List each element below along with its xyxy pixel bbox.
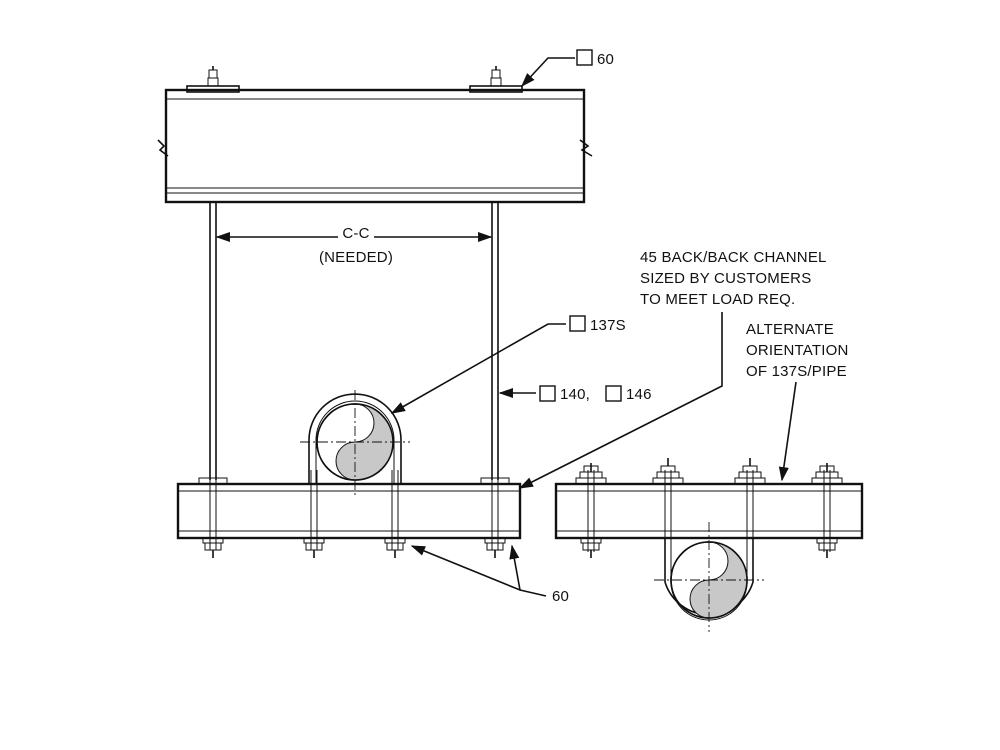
pipe-clamp-leader (390, 323, 566, 414)
c-c-note: (NEEDED) (319, 249, 393, 266)
alternate-channel (554, 470, 864, 552)
ref-box-icon (605, 385, 622, 402)
rod-ref-label-a: 140, (560, 386, 590, 403)
top-clamp-ref-label: 60 (597, 51, 614, 68)
alternate-bottom-nuts (580, 537, 838, 558)
channel-note-line1: 45 BACK/BACK CHANNEL (640, 249, 827, 266)
beam-clamp-right (469, 66, 523, 93)
bottom-clamp-ref-label: 60 (552, 588, 569, 605)
alternate-note-line3: OF 137S/PIPE (746, 363, 847, 380)
alternate-note-line2: ORIENTATION (746, 342, 848, 359)
ref-box-icon (576, 49, 593, 66)
main-channel (176, 470, 522, 550)
bottom-clamp-leader-b (509, 544, 521, 591)
pipe-clamp-ref-label: 137S (590, 317, 626, 334)
alternate-note-line1: ALTERNATE (746, 321, 834, 338)
hanger-rod-right (491, 202, 499, 480)
pipe-clamp-alternate (654, 522, 764, 632)
top-beam (157, 88, 593, 204)
ref-box-icon (569, 315, 586, 332)
top-clamp-leader (521, 57, 575, 88)
rod-ref-label-b: 146 (626, 386, 652, 403)
hanger-rod-left (209, 202, 217, 480)
alternate-top-nuts (575, 458, 843, 485)
beam-clamp-left (186, 66, 240, 93)
main-top-nuts (198, 477, 510, 485)
beam-break-left-icon (157, 139, 169, 157)
alternate-note-leader (778, 381, 797, 482)
beam-break-right-icon (579, 139, 593, 157)
pipe-clamp-main (300, 390, 410, 495)
c-c-label: C-C (342, 225, 369, 242)
main-bottom-nuts (202, 537, 506, 558)
ref-box-icon (539, 385, 556, 402)
channel-note-line3: TO MEET LOAD REQ. (640, 291, 795, 308)
bottom-clamp-leader-a (410, 545, 547, 597)
channel-note-line2: SIZED BY CUSTOMERS (640, 270, 811, 287)
channel-note-leader (518, 312, 723, 489)
